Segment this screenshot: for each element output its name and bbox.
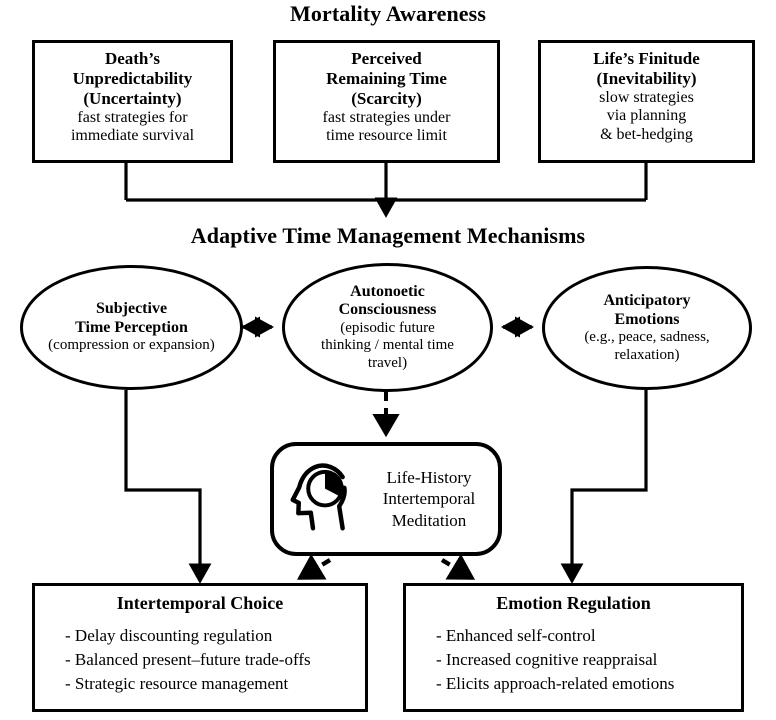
mortality-box-3-sub3: & bet-hedging [600, 126, 693, 144]
mortality-box-deaths-unpredictability: Death’s Unpredictability (Uncertainty) f… [32, 40, 233, 163]
arrow-anticipatory-to-emotion-regulation [560, 390, 648, 584]
mortality-box-3-line2: (Inevitability) [596, 68, 697, 88]
mechanism-1-sub1: (compression or expansion) [48, 337, 215, 354]
mortality-box-2-line1: Perceived [351, 49, 422, 68]
head-with-clock-icon [290, 463, 347, 531]
mechanism-3-sub1: (e.g., peace, sadness, [584, 329, 710, 346]
outcome-box-intertemporal-choice: Intertemporal Choice - Delay discounting… [32, 583, 368, 712]
mortality-box-2-line3: (Scarcity) [351, 88, 422, 108]
meditation-line1: Life-History [386, 467, 472, 487]
meditation-box-label: Life-History Intertemporal Meditation [368, 467, 498, 531]
page-title-mortality-awareness: Mortality Awareness [290, 1, 486, 26]
outcome-1-list: - Delay discounting regulation - Balance… [35, 624, 365, 696]
mechanism-ellipse-autonoetic-consciousness: Autonoetic Consciousness (episodic futur… [282, 263, 493, 392]
mortality-box-3-sub1: slow strategies [599, 88, 694, 106]
outcome-1-item-1: - Delay discounting regulation [65, 625, 273, 645]
mortality-box-1-line2: Unpredictability [72, 68, 193, 88]
mortality-box-3-sub2: via planning [606, 107, 687, 125]
mortality-box-perceived-remaining-time: Perceived Remaining Time (Scarcity) fast… [273, 40, 500, 163]
outcome-1-item-3: - Strategic resource management [65, 673, 289, 693]
mechanism-3-hdr1: Anticipatory [603, 292, 691, 310]
mortality-box-lifes-finitude: Life’s Finitude (Inevitability) slow str… [538, 40, 755, 163]
outcome-2-item-1: - Enhanced self-control [436, 625, 596, 645]
meditation-box-life-history-intertemporal-meditation: Life-History Intertemporal Meditation [270, 442, 502, 556]
meditation-line3: Meditation [391, 510, 467, 530]
outcome-2-item-2: - Increased cognitive reappraisal [436, 649, 658, 669]
mechanism-2-sub1: (episodic future [340, 319, 435, 336]
mortality-box-2-sub1: fast strategies under [322, 108, 451, 126]
mechanism-3-sub2: relaxation) [614, 346, 680, 363]
mechanism-ellipse-subjective-time-perception: Subjective Time Perception (compression … [20, 265, 243, 390]
mechanism-ellipse-anticipatory-emotions: Anticipatory Emotions (e.g., peace, sadn… [542, 266, 752, 390]
mechanism-1-hdr2: Time Perception [75, 318, 188, 336]
outcome-1-title: Intertemporal Choice [116, 593, 284, 613]
arrow-subjective-to-intertemporal-choice [124, 390, 212, 584]
meditation-line2: Intertemporal [382, 489, 476, 509]
mortality-box-1-sub1: fast strategies for [77, 108, 188, 126]
mechanism-2-sub2: thinking / mental time [321, 337, 454, 354]
mechanism-2-hdr1: Autonoetic [350, 282, 425, 300]
mortality-to-mechanisms-bus [124, 163, 648, 202]
mechanism-2-hdr2: Consciousness [338, 301, 437, 319]
outcome-box-emotion-regulation: Emotion Regulation - Enhanced self-contr… [403, 583, 744, 712]
arrow-meditation-to-intertemporal-choice [296, 553, 332, 580]
mortality-box-1-sub2: immediate survival [70, 127, 195, 145]
outcome-2-list: - Enhanced self-control - Increased cogn… [406, 624, 741, 696]
mortality-box-1-line1: Death’s [104, 49, 161, 68]
mechanism-1-hdr1: Subjective [95, 300, 168, 318]
mortality-box-3-line1: Life’s Finitude [593, 49, 700, 68]
outcome-2-item-3: - Elicits approach-related emotions [436, 673, 675, 693]
mechanism-3-hdr2: Emotions [614, 310, 680, 328]
mortality-box-1-line3: (Uncertainty) [83, 88, 182, 108]
outcome-1-item-2: - Balanced present–future trade-offs [65, 649, 311, 669]
mortality-box-2-sub2: time resource limit [326, 127, 447, 145]
outcome-2-title: Emotion Regulation [496, 593, 651, 613]
section-title-adaptive-time-management-mechanisms: Adaptive Time Management Mechanisms [190, 223, 586, 248]
mechanism-2-sub3: travel) [367, 354, 408, 371]
mortality-box-2-line2: Remaining Time [326, 68, 447, 88]
arrow-meditation-to-emotion-regulation [440, 553, 476, 580]
